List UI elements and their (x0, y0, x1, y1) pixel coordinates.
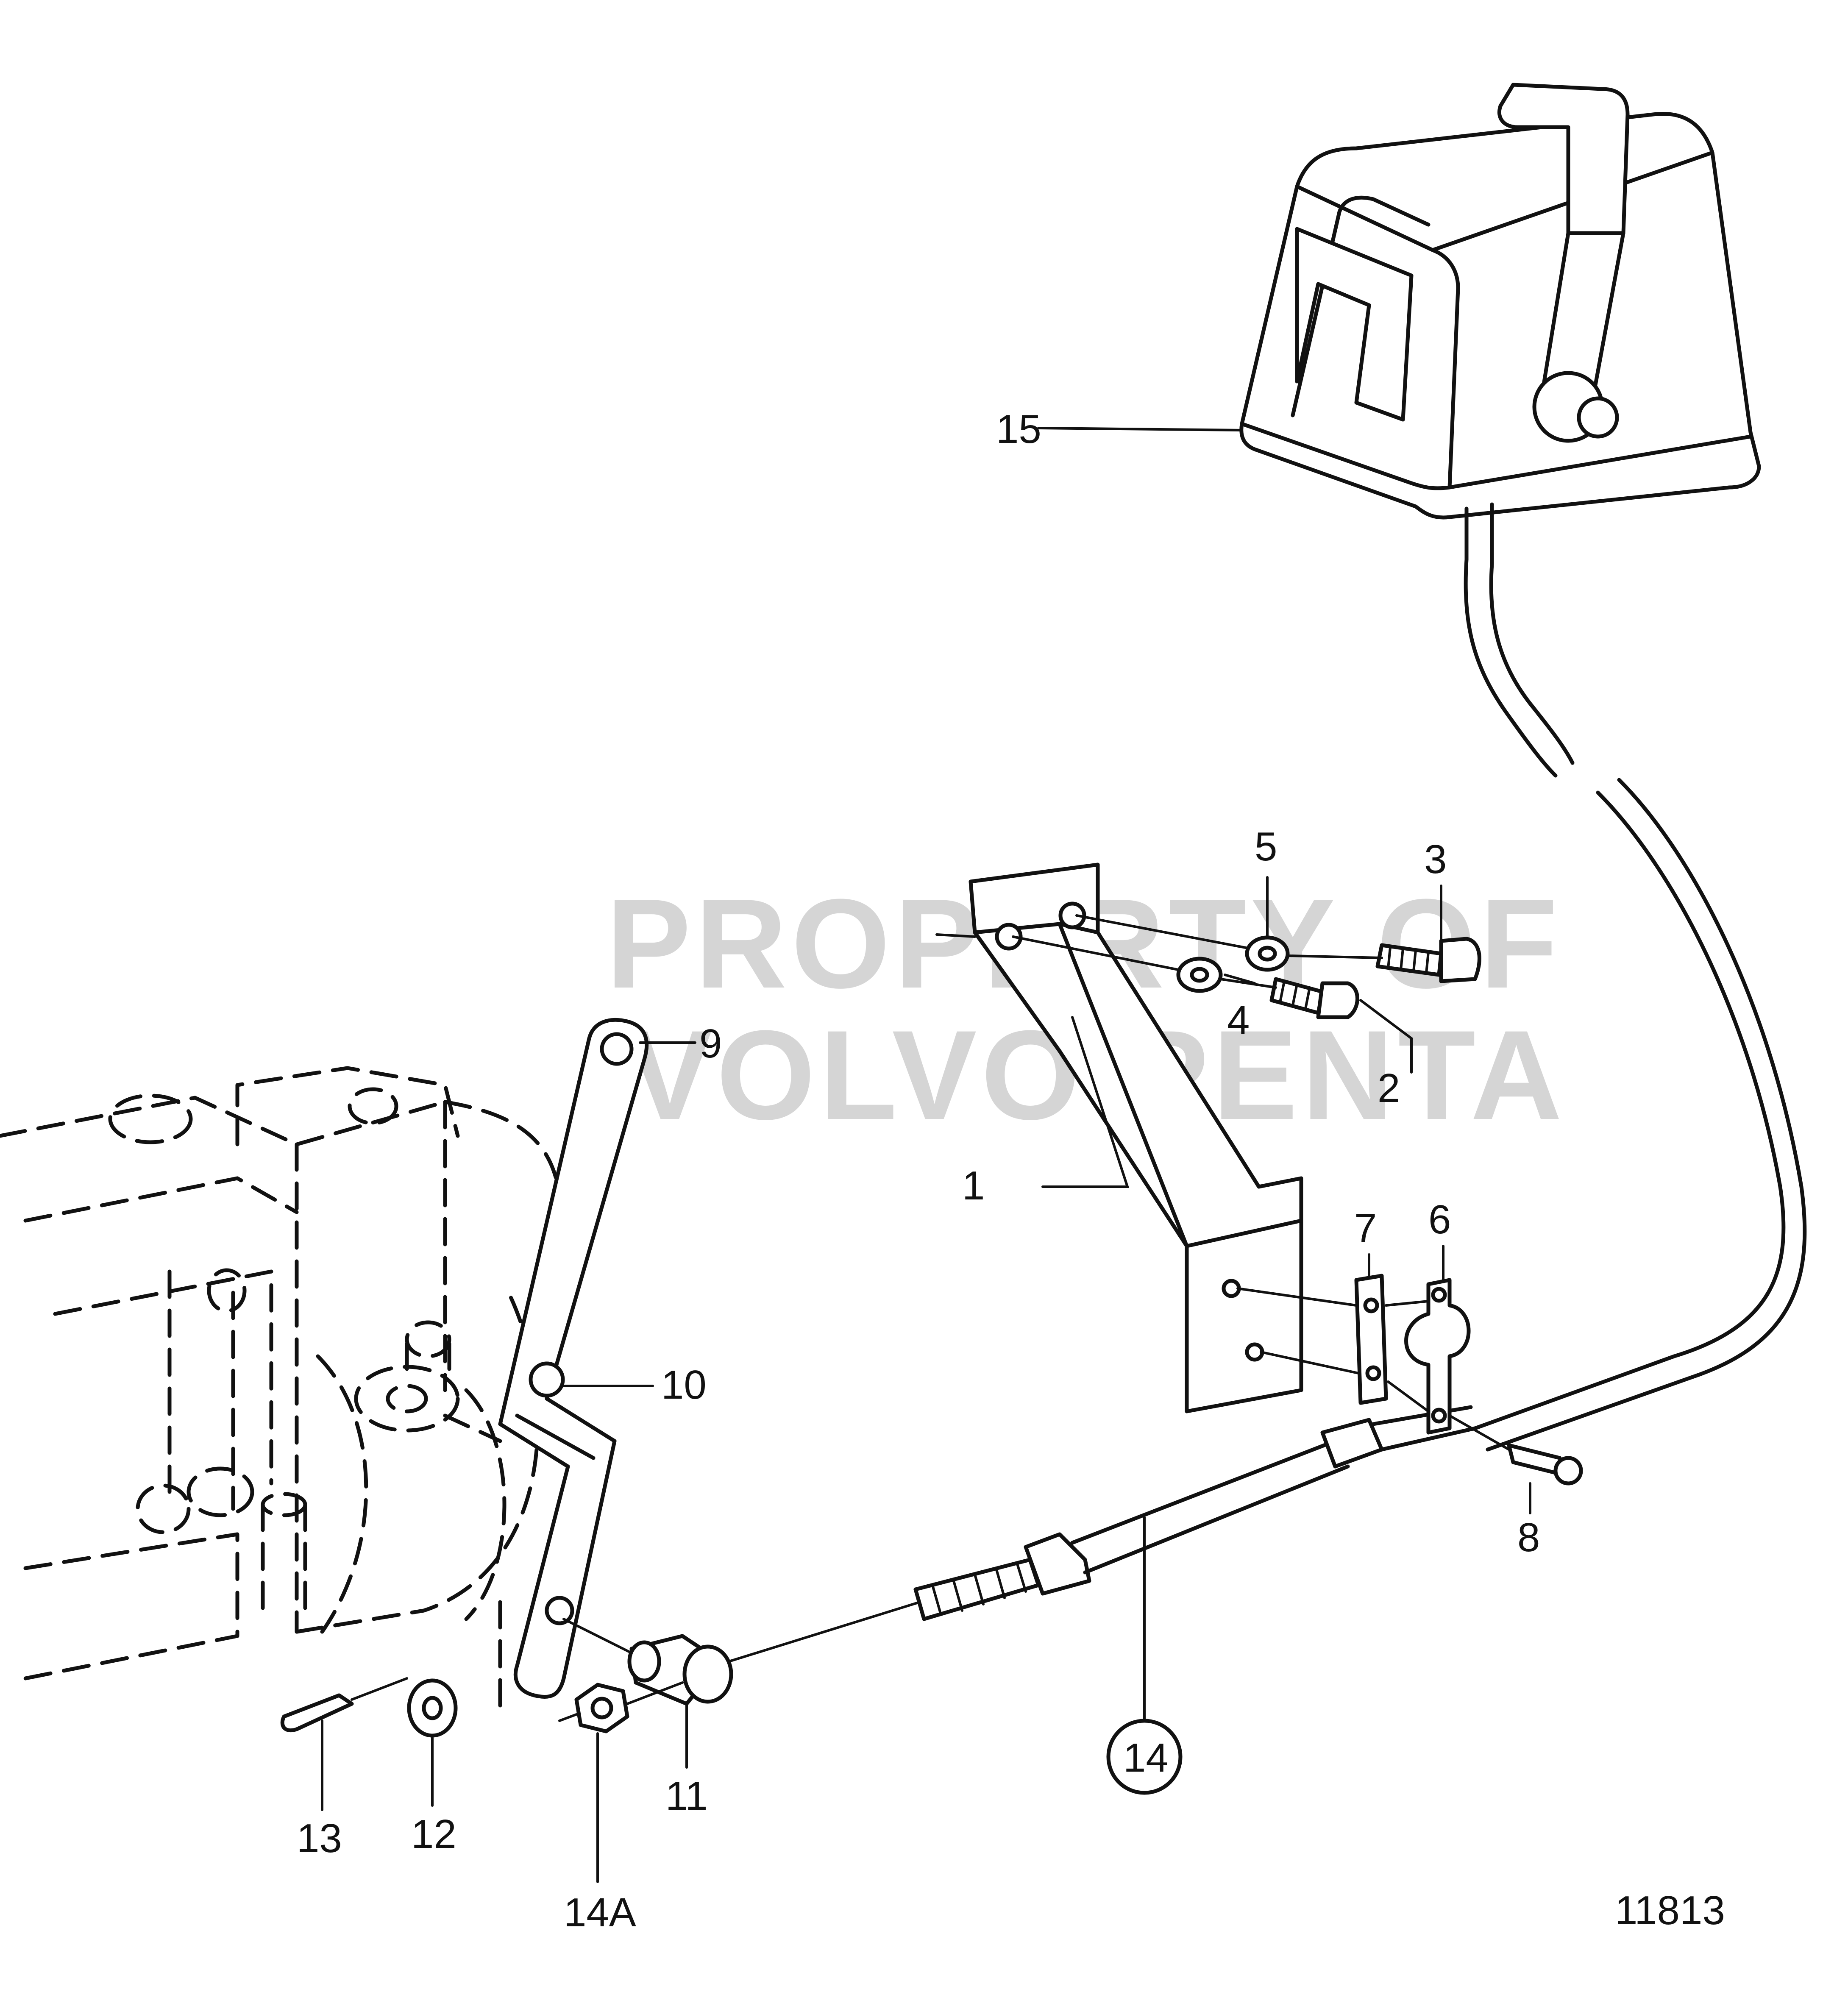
callout-3: 3 (1424, 837, 1447, 882)
drawing-number: 11813 (1615, 1888, 1725, 1933)
callout-labels: 1 2 3 4 5 6 7 8 9 10 11 12 13 14 14A 15 … (297, 406, 1725, 1935)
part-14-cable (728, 1405, 1477, 1663)
callout-12: 12 (411, 1811, 456, 1857)
callout-11: 11 (665, 1773, 708, 1819)
callout-6: 6 (1428, 1197, 1451, 1242)
control-cable (1464, 557, 1807, 1452)
leader-lines (321, 427, 1531, 1883)
callout-4: 4 (1227, 998, 1250, 1043)
part-15-control-box (1239, 83, 1761, 566)
part-1-bracket (935, 862, 1303, 1413)
callout-9: 9 (699, 1021, 722, 1066)
callout-1: 1 (962, 1163, 985, 1208)
small-fasteners (280, 1618, 733, 1738)
engine-housing-dashed (0, 1066, 564, 1719)
callout-13: 13 (297, 1816, 342, 1861)
parts-2-3-4-5-bolts (1012, 914, 1481, 1019)
callout-15: 15 (996, 406, 1041, 452)
part-9-lever (498, 1018, 649, 1699)
callout-14: 14 (1123, 1735, 1169, 1781)
callout-7: 7 (1354, 1205, 1377, 1251)
callout-5: 5 (1255, 824, 1277, 869)
callout-10: 10 (661, 1362, 707, 1408)
parts-6-7-8-clamp (1236, 1274, 1583, 1486)
callout-8: 8 (1517, 1515, 1540, 1560)
callout-2: 2 (1378, 1066, 1400, 1111)
callout-14a: 14A (564, 1890, 636, 1935)
